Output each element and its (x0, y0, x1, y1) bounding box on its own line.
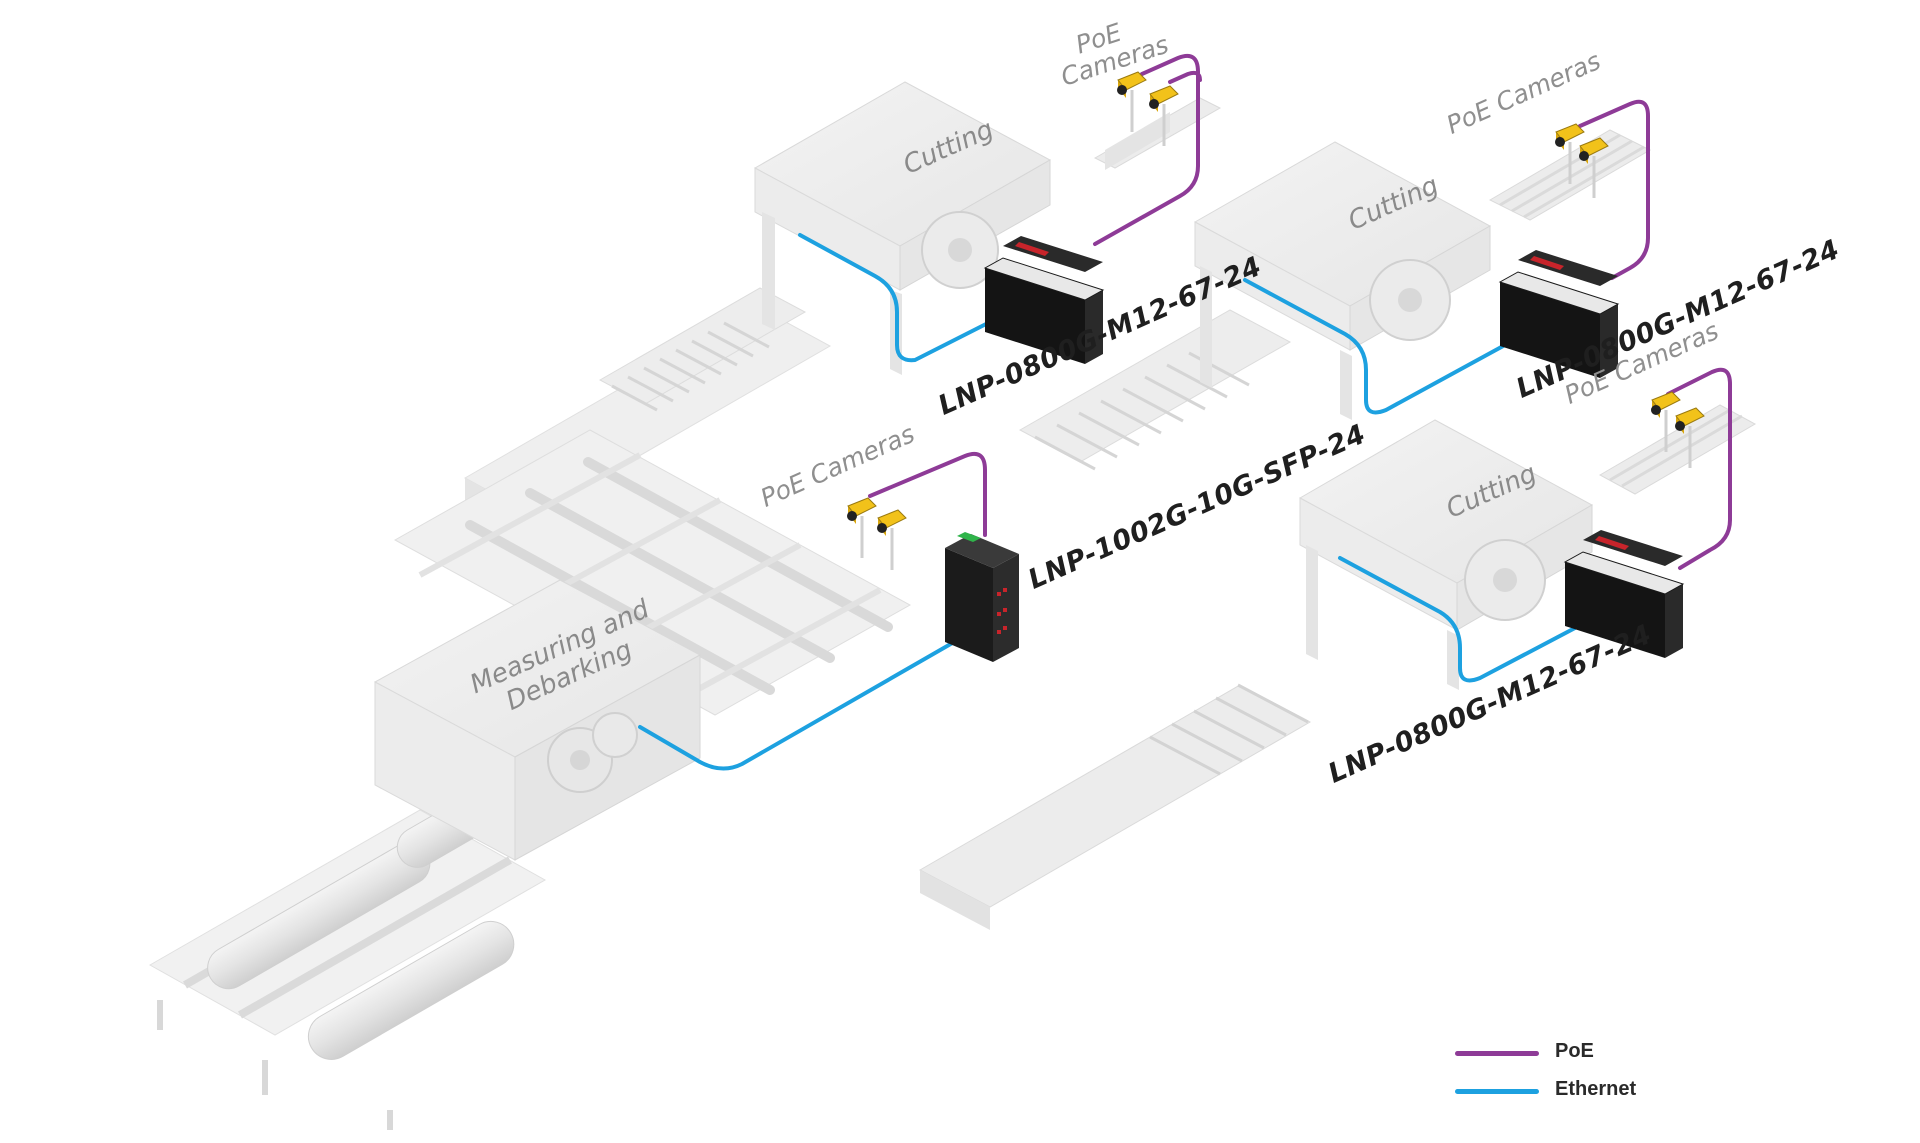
ethernet-cable-4 (638, 628, 977, 771)
poe-cable-1 (1093, 53, 1200, 246)
poe-camera-icon (877, 509, 907, 570)
poe-camera-icon (847, 497, 877, 558)
m12-switch-icon (1498, 250, 1620, 378)
ethernet-cable-1 (798, 233, 992, 363)
poe-camera-icon (1149, 85, 1179, 146)
m12-switch-icon (983, 236, 1105, 364)
din-rail-switch-icon (945, 532, 1019, 662)
legend-row-ethernet: Ethernet (1455, 1076, 1685, 1106)
ethernet-cable-3 (1338, 556, 1577, 683)
legend-poe-label: PoE (1555, 1040, 1594, 1062)
poe-camera-icon (1555, 123, 1585, 184)
m12-switch-icon (1563, 530, 1685, 658)
legend-ethernet-label: Ethernet (1555, 1078, 1637, 1100)
ethernet-cable-2 (1243, 278, 1507, 415)
poe-cable-4 (868, 451, 987, 537)
legend: PoE Ethernet (1455, 1038, 1685, 1108)
poe-cameras (847, 71, 1705, 570)
network-cables (638, 53, 1732, 771)
legend-ethernet-swatch (1455, 1089, 1539, 1094)
poe-camera-icon (1117, 71, 1147, 132)
measuring-debarking-machine (373, 579, 702, 861)
poe-cable-2 (1578, 99, 1650, 280)
cutting-machine-1 (753, 81, 1222, 375)
cutting-machine-3 (1298, 404, 1757, 690)
legend-row-poe: PoE (1455, 1038, 1685, 1068)
floor-structures (393, 287, 1312, 930)
poe-cable-3 (1666, 367, 1732, 570)
poe-camera-icon (1579, 137, 1609, 198)
poe-camera-icon (1675, 407, 1705, 468)
poe-camera-icon (1651, 391, 1681, 452)
legend-poe-swatch (1455, 1051, 1539, 1056)
poe-cable-1b (1168, 70, 1202, 84)
